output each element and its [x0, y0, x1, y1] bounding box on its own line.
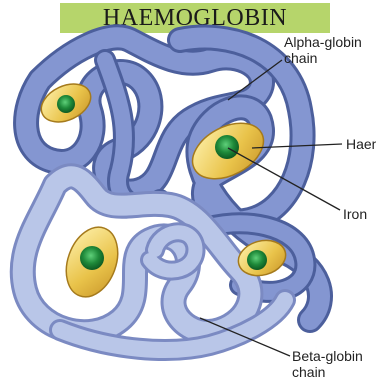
- label-beta-globin: Beta-globin chain: [292, 348, 363, 380]
- label-iron: Iron: [343, 206, 367, 222]
- label-haem: Haem: [346, 136, 376, 152]
- label-alpha-globin: Alpha-globin chain: [284, 34, 362, 66]
- haem-group-bottom-left: [57, 220, 127, 304]
